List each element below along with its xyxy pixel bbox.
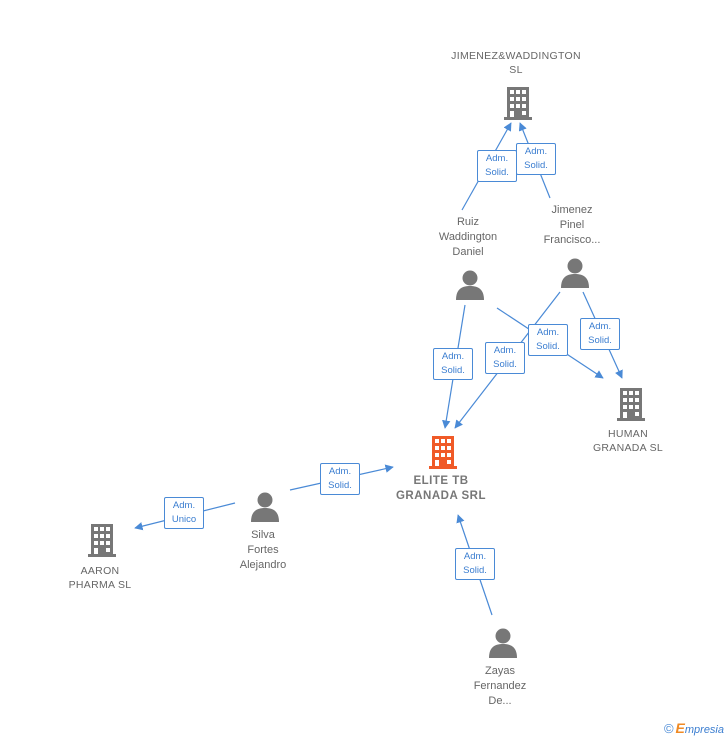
edge-label-silva-elite[interactable]: Adm.Solid. (320, 463, 360, 495)
edge-label-ruiz-human-granada[interactable]: Adm.Solid. (528, 324, 568, 356)
node-label-elite[interactable]: ELITE TB GRANADA SRL (395, 475, 487, 502)
footer-brand: ©Empresia (664, 720, 724, 736)
person-icon-jimenez-pinel[interactable] (561, 258, 589, 289)
brand-logo-initial: E (675, 720, 685, 736)
edge-label-ruiz-jimenez-waddington[interactable]: Adm.Solid. (477, 150, 517, 182)
node-label-ruiz[interactable]: Ruiz Waddington Daniel (438, 216, 498, 258)
node-label-zayas[interactable]: Zayas Fernandez De... (473, 665, 527, 707)
edge-label-jimenez-pinel-jimenez-waddington[interactable]: Adm.Solid. (516, 143, 556, 175)
building-icon-jimenez-waddington[interactable] (504, 87, 532, 120)
node-label-human-granada[interactable]: HUMAN GRANADA SL (592, 428, 664, 454)
person-icon-zayas[interactable] (489, 628, 517, 659)
edge-label-jimenez-pinel-human-granada[interactable]: Adm.Solid. (580, 318, 620, 350)
node-label-jimenez-pinel[interactable]: Jimenez Pinel Francisco... (543, 204, 601, 246)
edge-label-jimenez-pinel-elite[interactable]: Adm.Solid. (485, 342, 525, 374)
brand-logo-text: mpresia (684, 724, 724, 736)
building-icon-human-granada[interactable] (617, 388, 645, 421)
edge-label-zayas-elite[interactable]: Adm.Solid. (455, 548, 495, 580)
building-icon-aaron[interactable] (88, 524, 116, 557)
building-icon-elite[interactable] (429, 436, 457, 469)
node-label-aaron[interactable]: AARON PHARMA SL (68, 565, 132, 591)
edge-label-ruiz-elite[interactable]: Adm.Solid. (433, 348, 473, 380)
node-label-silva[interactable]: Silva Fortes Alejandro (239, 529, 287, 571)
node-label-jimenez-waddington[interactable]: JIMENEZ&WADDINGTON SL (451, 50, 581, 76)
person-icon-ruiz[interactable] (456, 270, 484, 301)
person-icon-silva[interactable] (251, 492, 279, 523)
copyright-icon: © (663, 721, 674, 736)
edge-label-silva-aaron[interactable]: Adm.Unico (164, 497, 204, 529)
